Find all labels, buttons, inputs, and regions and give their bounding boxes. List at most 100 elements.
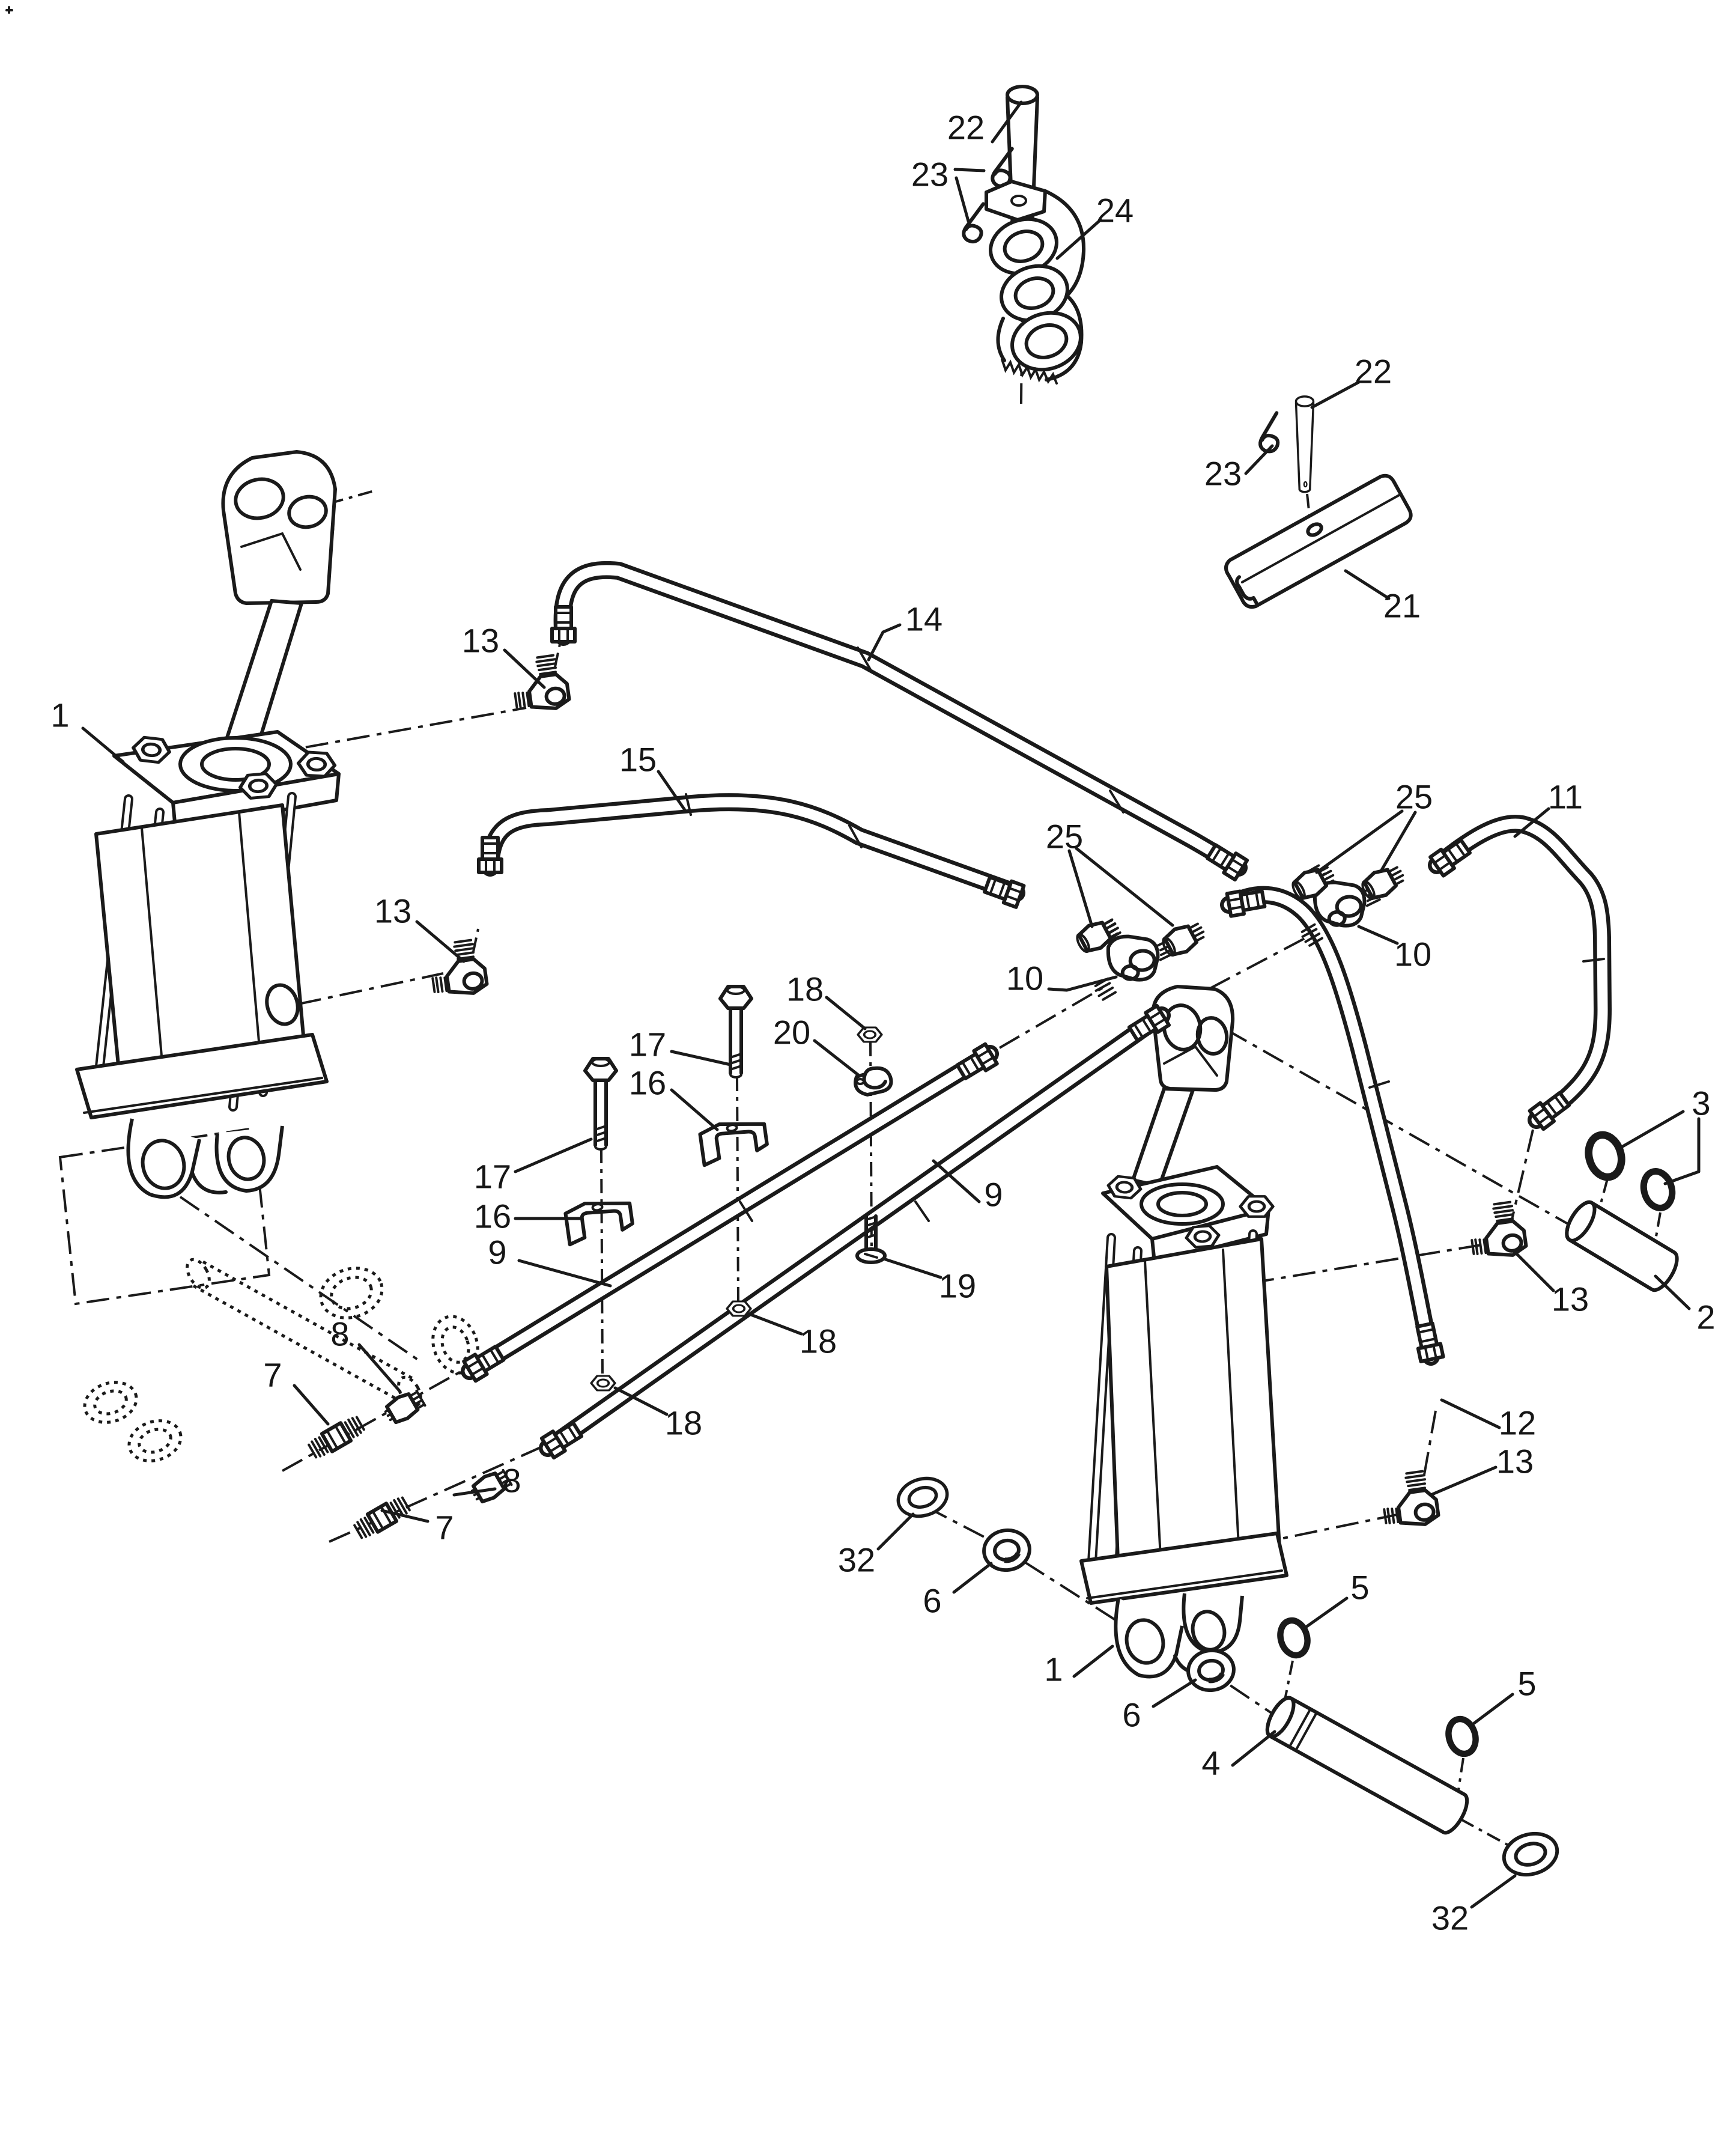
callout-label-16-b: 16 (474, 1197, 511, 1235)
callout-label-13-a: 13 (462, 622, 499, 660)
pin-22-b (1294, 395, 1315, 493)
callout-label-9-right: 9 (984, 1176, 1003, 1214)
callout-22-right: 22 (1310, 353, 1392, 409)
hose-12 (1220, 887, 1443, 1366)
callout-label-5-b: 5 (1517, 1665, 1536, 1703)
pins-and-seals (894, 1131, 1683, 1881)
hose-14 (552, 561, 1247, 880)
callout-16-a: 16 (629, 1064, 719, 1131)
callout-leader-2 (1654, 1274, 1691, 1310)
hose-9-lower (539, 1006, 1169, 1458)
elbow-fitting-13-b (428, 939, 488, 998)
nut-18-a (857, 1026, 883, 1043)
callout-8-b: 8 (452, 1462, 521, 1500)
callout-13-a: 13 (462, 622, 546, 689)
hose-9-upper (461, 1044, 999, 1381)
callout-13-d: 13 (1429, 1443, 1534, 1497)
elbow-fitting-13-c (1467, 1200, 1527, 1260)
callout-leader-12 (1440, 1398, 1501, 1429)
callout-leader-7-a (293, 1384, 330, 1426)
callout-leader-1-right (1072, 1644, 1114, 1678)
callout-32-mid: 32 (838, 1512, 915, 1579)
callout-label-8-a: 8 (330, 1315, 349, 1353)
bushing-6-b (1186, 1648, 1236, 1693)
callout-18-top: 18 (786, 970, 867, 1030)
callout-leader-13-d (1429, 1465, 1498, 1497)
callout-leader-32-mid (876, 1512, 915, 1551)
callout-label-13-c: 13 (1552, 1280, 1589, 1318)
hose-11 (1428, 814, 1612, 1129)
callout-leader-13-b (415, 920, 466, 963)
callout-32-bot: 32 (1431, 1874, 1517, 1937)
callout-11: 11 (1513, 778, 1583, 838)
callout-leader-20 (813, 1039, 861, 1077)
callout-25-right: 25 (1315, 778, 1433, 874)
callout-label-21: 21 (1383, 587, 1421, 625)
callout-leader-25-right (1315, 809, 1404, 874)
rod-clevis (221, 450, 337, 605)
nipple-fitting-7-b (353, 1495, 411, 1540)
phantom-clevis-pin-bottom (186, 1258, 422, 1408)
callout-7-b: 7 (380, 1509, 454, 1547)
callout-leader-10-right (1357, 925, 1399, 945)
callout-23-right: 23 (1204, 444, 1274, 493)
callout-17-b: 17 (474, 1137, 593, 1196)
screw-19 (855, 1214, 887, 1264)
top-hardware (958, 87, 1413, 609)
o-ring-3-b (1639, 1168, 1676, 1211)
callout-leader-14 (867, 623, 902, 662)
callout-label-13-d: 13 (1496, 1443, 1534, 1480)
nipple-fitting-7-a (308, 1414, 366, 1459)
phantom-snap-rings (83, 1267, 479, 1462)
callout-8-a: 8 (330, 1315, 402, 1393)
callout-leader-13-c (1512, 1249, 1555, 1292)
callout-leader-22-top (991, 100, 1023, 144)
callout-20: 20 (773, 1014, 861, 1077)
callout-leader-18-mid (749, 1313, 803, 1336)
callout-label-18-mid: 18 (800, 1322, 837, 1360)
callout-leader-5-a (1304, 1596, 1349, 1629)
callout-leader-32-bot (1470, 1874, 1517, 1909)
callout-label-1-right: 1 (1044, 1651, 1063, 1688)
callout-label-15: 15 (619, 741, 657, 779)
callout-label-5-a: 5 (1350, 1569, 1369, 1607)
callout-label-32-bot: 32 (1431, 1899, 1469, 1937)
callout-leader-1-left (81, 726, 125, 764)
callout-leader-18-bot (613, 1386, 669, 1416)
callout-leader-6-b (1152, 1678, 1197, 1708)
callout-17-a: 17 (629, 1026, 732, 1066)
callout-leader-8-a (357, 1343, 402, 1393)
callout-leader-16-a (670, 1088, 719, 1131)
callout-leader-24 (1055, 218, 1102, 260)
o-ring-5-a (1276, 1617, 1311, 1659)
callout-16-b: 16 (474, 1197, 582, 1235)
hose-15 (479, 793, 1024, 907)
callout-leader-13-a (503, 648, 546, 689)
callout-leader-18-top (825, 996, 867, 1030)
elbow-fitting-13-d (1380, 1470, 1439, 1529)
hydraulic-cylinder-right (1079, 985, 1288, 1679)
callout-label-6-b: 6 (1122, 1696, 1141, 1734)
hydraulic-cylinder-left (75, 450, 341, 1199)
callout-leader-5-b (1472, 1693, 1514, 1725)
callout-9-right: 9 (932, 1159, 1003, 1214)
callout-label-17-a: 17 (629, 1026, 666, 1063)
callout-label-4: 4 (1201, 1744, 1220, 1782)
callout-label-22-top: 22 (947, 109, 985, 147)
callout-15: 15 (619, 741, 687, 812)
pin-4 (1265, 1696, 1469, 1835)
callout-18-mid: 18 (749, 1313, 837, 1360)
callout-18-bot: 18 (613, 1386, 702, 1442)
callout-label-18-top: 18 (786, 970, 824, 1008)
callout-leader-22-right (1310, 380, 1361, 409)
cylinder-body (1105, 1237, 1281, 1577)
callout-13-b: 13 (374, 892, 466, 963)
callout-leader-8-b (452, 1487, 497, 1497)
callout-label-23-right: 23 (1204, 455, 1242, 493)
callout-5-a: 5 (1304, 1569, 1370, 1629)
callout-label-23-top: 23 (911, 156, 948, 193)
assembly-axis-lines (179, 257, 1662, 1849)
callout-label-3: 3 (1692, 1085, 1710, 1122)
callout-6-b: 6 (1122, 1678, 1197, 1734)
